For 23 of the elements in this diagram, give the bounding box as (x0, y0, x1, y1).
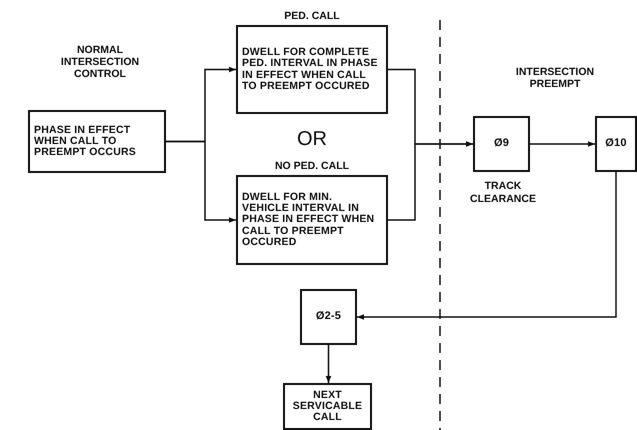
process-box (473, 116, 530, 172)
section-label: NORMAL INTERSECTION CONTROL (60, 44, 140, 80)
box-text: Ø10 (605, 138, 627, 150)
box-text: NEXT SERVICABLE CALL (292, 390, 364, 424)
process-box (595, 116, 637, 172)
arrow (357, 172, 617, 320)
arrow (166, 140, 236, 223)
or-label: OR (296, 128, 328, 151)
box-caption: TRACK CLEARANCE (469, 180, 537, 206)
arrow (388, 141, 473, 221)
box-heading: PED. CALL (283, 10, 341, 22)
process-box (300, 289, 357, 345)
box-text: PHASE IN EFFECT WHEN CALL TO PREEMPT OCCURS (34, 124, 137, 158)
arrow (326, 345, 332, 383)
box-text: DWELL FOR COMPLETE PED. INTERVAL IN PHASE IN EFFECT WHEN CALL TO PREEMPT OCCURED (242, 46, 379, 92)
box-heading: NO PED. CALL (274, 160, 350, 172)
process-box (28, 110, 166, 173)
section-label: INTERSECTION PREEMPT (514, 66, 596, 90)
box-text: DWELL FOR MIN. VEHICLE INTERVAL IN PHASE IN EFFECT WHEN CALL TO PREEMPT OCCURED (242, 192, 376, 248)
box-text: Ø2-5 (316, 311, 342, 323)
process-box (283, 383, 372, 430)
arrow (530, 141, 595, 147)
box-text: Ø9 (494, 138, 510, 150)
